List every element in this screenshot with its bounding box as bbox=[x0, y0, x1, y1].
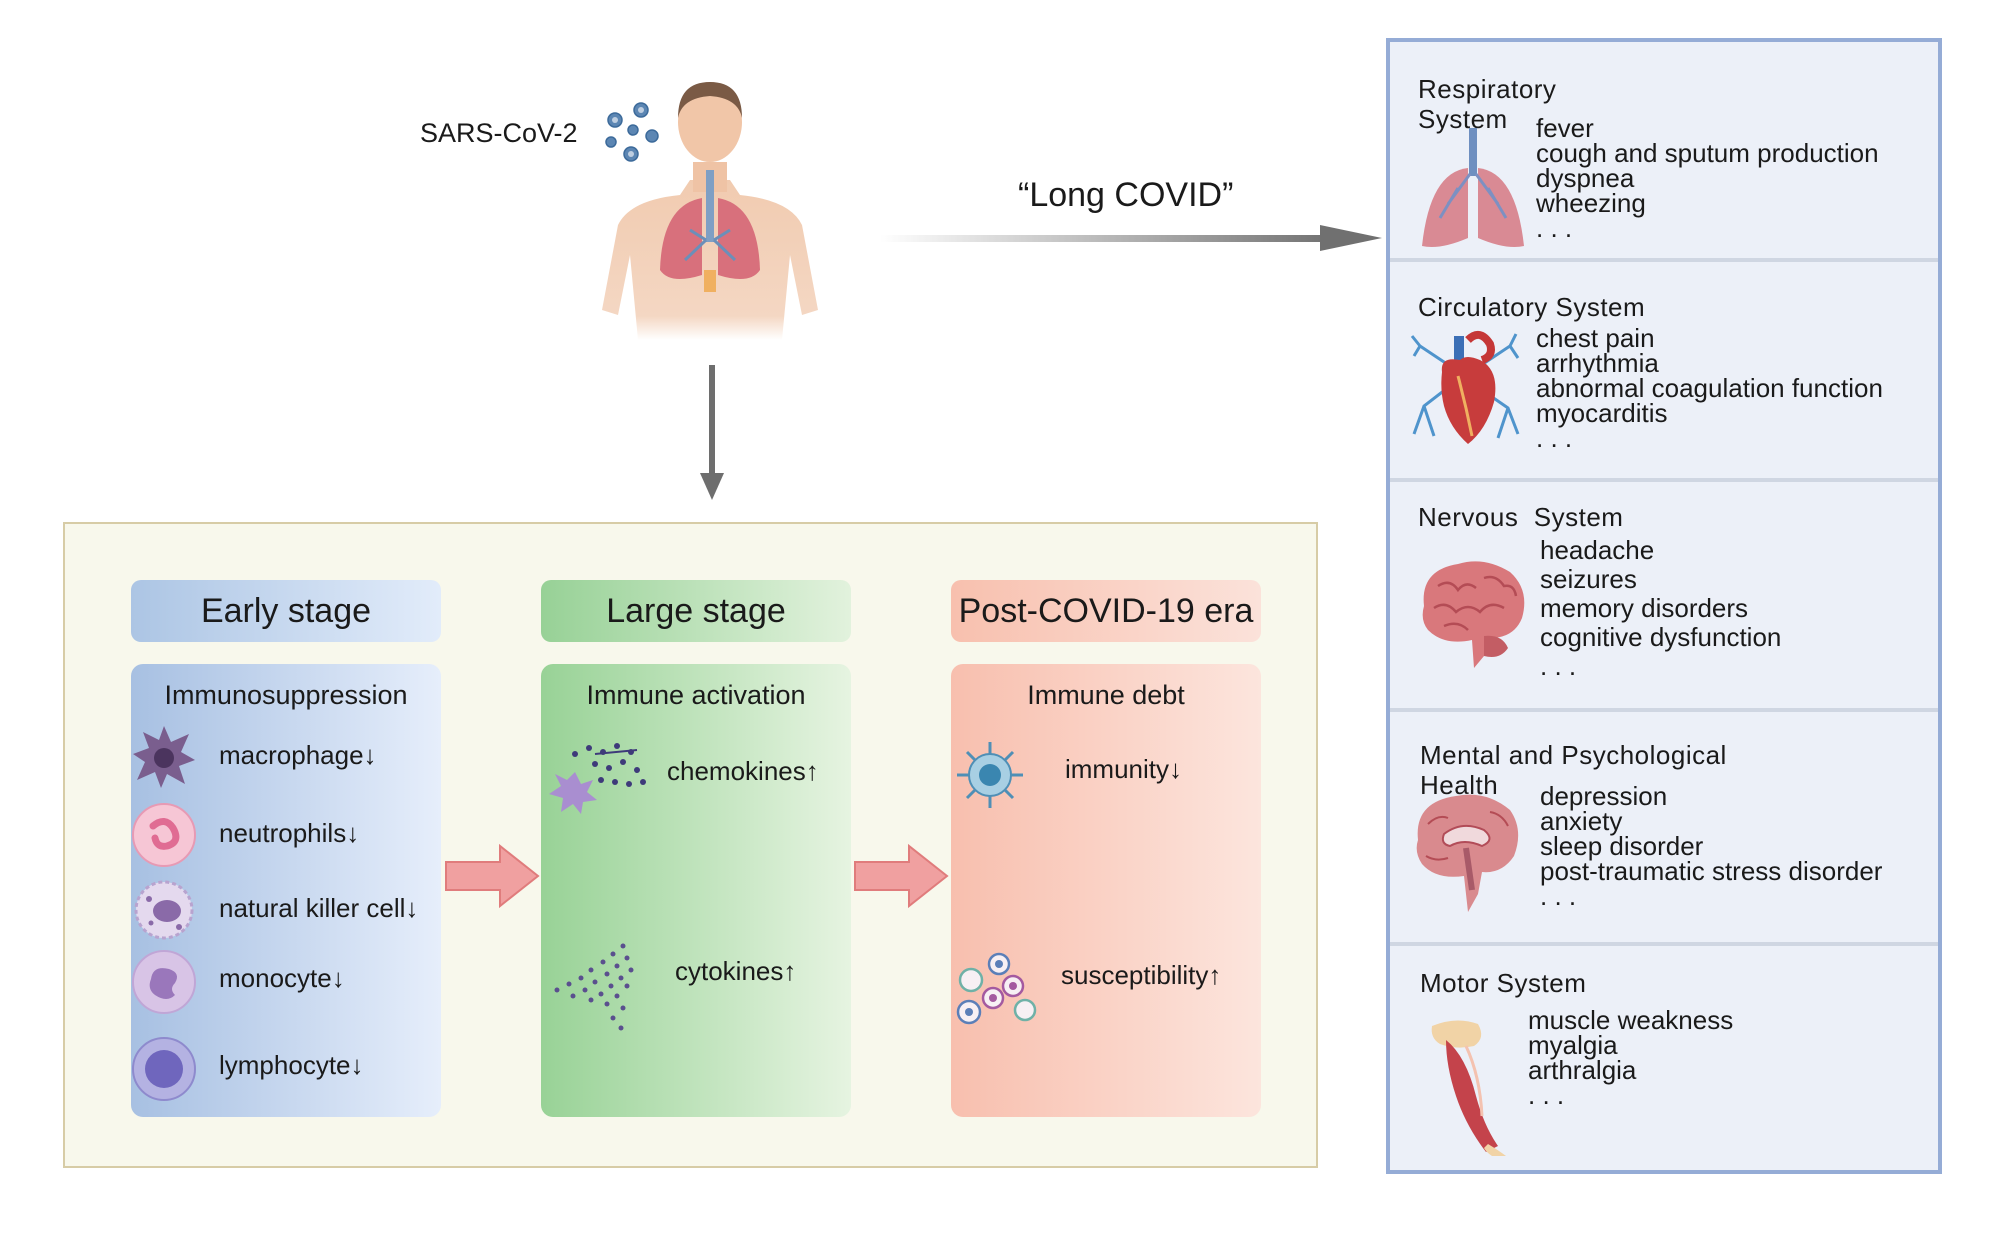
nervous-system-section: Nervous System headache seizures memory … bbox=[1390, 482, 1938, 708]
motor-symptom: . . . bbox=[1528, 1080, 1565, 1110]
early-stage-subtitle: Immunosuppression bbox=[164, 680, 408, 710]
chemokines-label: chemokines↑ bbox=[667, 756, 819, 786]
circulatory-system-section: Circulatory System chest pain arrhythmia… bbox=[1390, 262, 1938, 478]
virus-cluster-icon bbox=[605, 102, 659, 162]
brain-icon bbox=[1422, 561, 1525, 668]
post-covid-column: Immune debt immunity↓ susceptibility↑ bbox=[951, 664, 1261, 1117]
heart-icon bbox=[1410, 330, 1520, 444]
monocyte-icon bbox=[132, 950, 196, 1014]
nervous-symptom: memory disorders bbox=[1540, 593, 1749, 623]
lymphocyte-icon bbox=[132, 1037, 196, 1101]
long-covid-label: “Long COVID” bbox=[1018, 176, 1234, 214]
neutrophils-label: neutrophils↓ bbox=[219, 818, 360, 848]
large-stage-subtitle: Immune activation bbox=[586, 680, 806, 710]
stage-arrow-2 bbox=[854, 843, 949, 909]
natural-killer-cell-label: natural killer cell↓ bbox=[219, 893, 419, 923]
large-stage-header: Large stage bbox=[541, 580, 851, 642]
immunity-label: immunity↓ bbox=[1065, 754, 1183, 784]
early-stage-header: Early stage bbox=[131, 580, 441, 642]
cytokines-icon bbox=[554, 943, 634, 1031]
susceptibility-label: susceptibility↑ bbox=[1061, 960, 1222, 990]
human-figure-icon bbox=[602, 82, 818, 340]
motor-symptom: muscle weakness bbox=[1528, 1005, 1734, 1035]
arm-muscle-icon bbox=[1431, 1020, 1506, 1156]
post-covid-subtitle: Immune debt bbox=[1027, 680, 1185, 710]
early-stage-column: Immunosuppression macrophage↓ neutrophil… bbox=[131, 664, 441, 1117]
long-covid-systems-panel: Respiratory System fever cough and sputu… bbox=[1386, 38, 1942, 1174]
circulatory-system-title: Circulatory System bbox=[1418, 292, 1646, 322]
nervous-system-title: Nervous System bbox=[1418, 502, 1624, 532]
circulatory-symptom: myocarditis bbox=[1536, 398, 1668, 428]
early-stage-title: Early stage bbox=[200, 591, 372, 630]
section-divider bbox=[1390, 478, 1938, 482]
respiratory-symptom: wheezing bbox=[1536, 188, 1646, 218]
respiratory-symptom: . . . bbox=[1536, 213, 1573, 243]
neutrophil-icon bbox=[132, 803, 196, 867]
stage-arrow-1 bbox=[445, 843, 540, 909]
section-divider bbox=[1390, 942, 1938, 946]
respiratory-system-title: Respiratory System bbox=[1418, 74, 1557, 134]
mental-symptom: anxiety bbox=[1540, 806, 1623, 836]
lymphocyte-label: lymphocyte↓ bbox=[219, 1050, 364, 1080]
mental-symptom: . . . bbox=[1540, 881, 1577, 911]
section-divider bbox=[1390, 708, 1938, 712]
circulatory-symptom: chest pain bbox=[1536, 323, 1655, 353]
post-covid-header: Post-COVID-19 era bbox=[951, 580, 1261, 642]
mental-symptom: sleep disorder bbox=[1540, 831, 1704, 861]
large-stage-title: Large stage bbox=[606, 591, 786, 630]
circulatory-symptom: arrhythmia bbox=[1536, 348, 1659, 378]
circulatory-symptom: abnormal coagulation function bbox=[1536, 373, 1883, 403]
nervous-symptom: seizures bbox=[1540, 564, 1637, 594]
motor-symptom: myalgia bbox=[1528, 1030, 1618, 1060]
pathogens-icon bbox=[956, 952, 1037, 1025]
motor-system-title: Motor System bbox=[1420, 968, 1587, 998]
natural-killer-cell-icon bbox=[134, 880, 194, 940]
cytokines-label: cytokines↑ bbox=[675, 956, 797, 986]
immune-cell-icon bbox=[957, 742, 1023, 808]
lungs-icon bbox=[1422, 128, 1524, 247]
down-arrow bbox=[700, 365, 724, 500]
long-covid-arrow bbox=[880, 225, 1382, 251]
macrophage-icon bbox=[133, 726, 195, 788]
immune-stages-panel: Early stage Immunosuppression macrophage… bbox=[63, 522, 1318, 1168]
section-divider bbox=[1390, 258, 1938, 262]
mental-symptom: post-traumatic stress disorder bbox=[1540, 856, 1883, 886]
brain-section-icon bbox=[1416, 794, 1519, 912]
respiratory-symptom: fever bbox=[1536, 113, 1594, 143]
motor-symptom: arthralgia bbox=[1528, 1055, 1637, 1085]
post-covid-title: Post-COVID-19 era bbox=[958, 591, 1254, 630]
mental-health-section: Mental and Psychological Health depressi… bbox=[1390, 712, 1938, 942]
large-stage-column: Immune activation chemokines↑ cytokines↑ bbox=[541, 664, 851, 1117]
nervous-symptom: headache bbox=[1540, 535, 1655, 565]
mental-health-title: Mental and Psychological Health bbox=[1420, 740, 1727, 800]
virus-label: SARS-CoV-2 bbox=[420, 118, 578, 148]
mental-symptom: depression bbox=[1540, 781, 1668, 811]
macrophage-label: macrophage↓ bbox=[219, 740, 377, 770]
nervous-symptom: . . . bbox=[1540, 651, 1577, 681]
respiratory-symptom: cough and sputum production bbox=[1536, 138, 1879, 168]
respiratory-system-section: Respiratory System fever cough and sputu… bbox=[1390, 42, 1938, 258]
monocyte-label: monocyte↓ bbox=[219, 963, 345, 993]
circulatory-symptom: . . . bbox=[1536, 423, 1573, 453]
motor-system-section: Motor System muscle weakness myalgia art… bbox=[1390, 946, 1938, 1170]
nervous-symptom: cognitive dysfunction bbox=[1540, 622, 1782, 652]
respiratory-symptom: dyspnea bbox=[1536, 163, 1635, 193]
chemokines-icon bbox=[549, 743, 646, 814]
